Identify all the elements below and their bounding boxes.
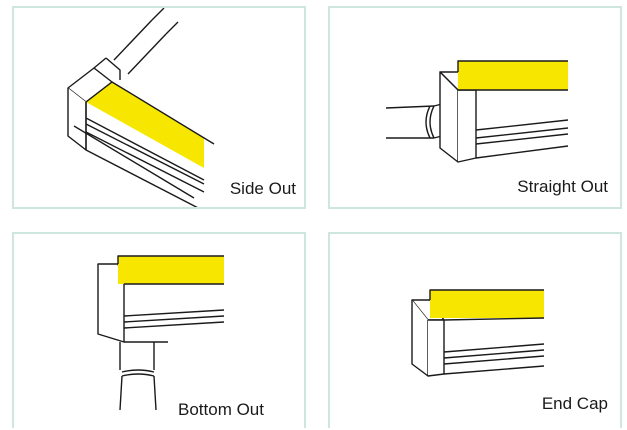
caption-straight-out: Straight Out: [517, 177, 608, 197]
bottom-led-strip: [118, 256, 224, 284]
end-cap-illustration: [411, 289, 545, 377]
caption-end-cap: End Cap: [541, 394, 608, 414]
side-connector: [93, 57, 121, 80]
panel-straight-out: Straight Out: [328, 6, 622, 209]
caption-bottom-out: Bottom Out: [178, 400, 264, 420]
bottom-out-illustration: [97, 255, 225, 411]
side-cable: [113, 19, 167, 75]
straight-led-strip: [458, 61, 568, 90]
end-cap-led-strip: [430, 290, 544, 318]
side-led-strip: [86, 82, 204, 168]
panel-side-out: Side Out: [12, 6, 306, 209]
straight-out-illustration: [385, 60, 569, 163]
straight-connector: [425, 105, 435, 139]
panel-end-cap: End Cap: [328, 232, 622, 428]
side-out-illustration: [67, 8, 215, 207]
bottom-connector: [119, 342, 155, 370]
straight-cable: [385, 105, 435, 139]
panel-bottom-out: Bottom Out: [12, 232, 306, 428]
caption-side-out: Side Out: [229, 179, 296, 199]
bottom-cable: [119, 375, 157, 411]
